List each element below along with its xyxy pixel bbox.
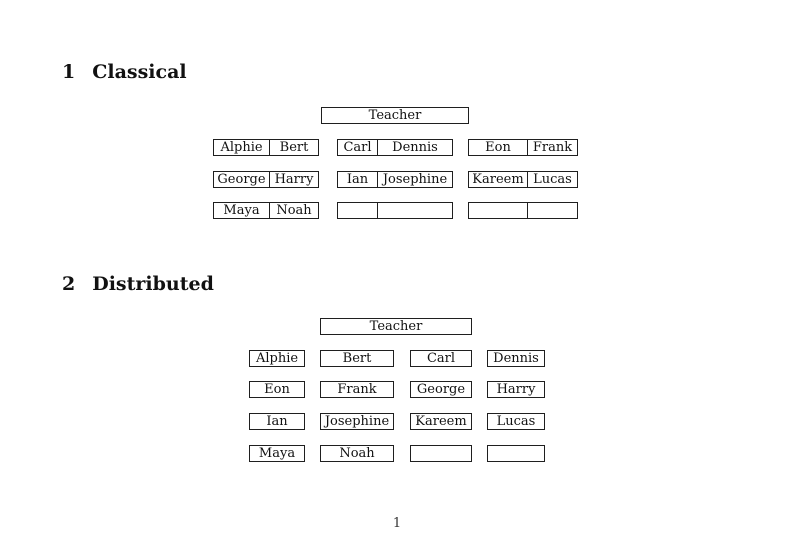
section-title: Classical [92, 61, 187, 83]
seat-box: Maya [249, 445, 305, 462]
seat-label: Eon [264, 382, 290, 397]
desk-cell: Noah [276, 203, 312, 218]
desk-cell: Frank [532, 140, 573, 155]
seat-box: Carl [410, 350, 472, 367]
seat-box: Ian [249, 413, 305, 430]
section-title: Distributed [92, 273, 214, 295]
seat-box-empty [487, 445, 545, 462]
teacher-box-classical: Teacher [321, 107, 469, 124]
seat-label: Dennis [493, 351, 539, 366]
desk-classical-r1-middle: Carl Dennis [337, 139, 453, 156]
desk-cell-empty [338, 203, 378, 218]
seat-label: Frank [337, 382, 377, 397]
desk-cell: Eon [469, 140, 528, 155]
seat-label: Kareem [415, 414, 467, 429]
desk-cell: Harry [274, 172, 314, 187]
desk-cell-empty [528, 203, 577, 218]
seat-label: Maya [258, 446, 296, 461]
desk-cell: Bert [279, 140, 309, 155]
seat-box: Josephine [320, 413, 394, 430]
seat-label: Josephine [324, 414, 390, 429]
seat-box: Eon [249, 381, 305, 398]
desk-classical-r1-left: Alphie Bert [213, 139, 319, 156]
seat-box: Harry [487, 381, 545, 398]
desk-cell-empty [469, 203, 528, 218]
desk-cell: Alphie [214, 140, 270, 155]
desk-cell: George [214, 172, 270, 187]
desk-classical-r1-right: Eon Frank [468, 139, 578, 156]
teacher-label: Teacher [369, 319, 423, 334]
seat-label: Noah [339, 446, 375, 461]
page-number: 1 [392, 516, 402, 531]
teacher-box-distributed: Teacher [320, 318, 472, 335]
seat-label: Ian [266, 414, 288, 429]
section-heading-distributed: 2 Distributed [62, 273, 214, 295]
seat-label: Bert [342, 351, 372, 366]
desk-classical-r3-middle-empty [337, 202, 453, 219]
desk-cell: Carl [338, 140, 378, 155]
seat-box-empty [410, 445, 472, 462]
seat-label: Lucas [496, 414, 536, 429]
seat-label: George [416, 382, 466, 397]
seat-box: Alphie [249, 350, 305, 367]
desk-cell: Josephine [382, 172, 448, 187]
seat-label: Carl [426, 351, 456, 366]
seat-box: Kareem [410, 413, 472, 430]
seat-box: George [410, 381, 472, 398]
desk-cell: Lucas [533, 172, 572, 187]
section-number: 2 [62, 273, 76, 295]
seat-box: Bert [320, 350, 394, 367]
desk-classical-r2-middle: Ian Josephine [337, 171, 453, 188]
desk-classical-r3-right-empty [468, 202, 578, 219]
desk-cell: Kareem [469, 172, 528, 187]
desk-cell: Dennis [392, 140, 438, 155]
seat-box: Frank [320, 381, 394, 398]
desk-classical-r2-left: George Harry [213, 171, 319, 188]
desk-cell: Maya [214, 203, 270, 218]
section-number: 1 [62, 61, 76, 83]
seat-box: Dennis [487, 350, 545, 367]
seat-box: Noah [320, 445, 394, 462]
section-heading-classical: 1 Classical [62, 61, 187, 83]
desk-classical-r2-right: Kareem Lucas [468, 171, 578, 188]
seat-label: Alphie [255, 351, 299, 366]
seat-label: Harry [496, 382, 536, 397]
teacher-label: Teacher [368, 108, 422, 123]
desk-cell: Ian [338, 172, 378, 187]
desk-classical-r3-left: Maya Noah [213, 202, 319, 219]
seat-box: Lucas [487, 413, 545, 430]
desk-cell-empty [378, 203, 452, 218]
